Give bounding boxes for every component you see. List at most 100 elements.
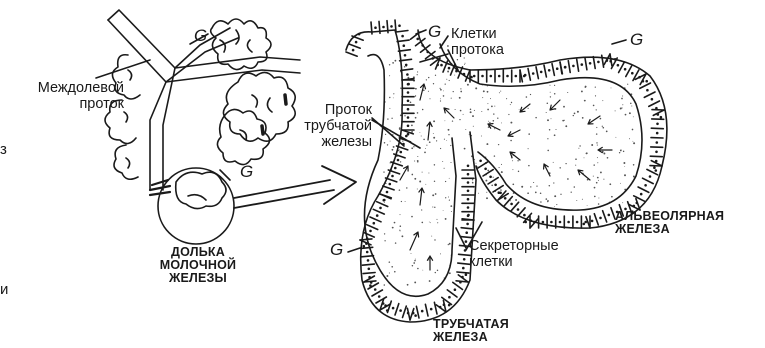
stipple-dot bbox=[434, 239, 435, 240]
cell-wall bbox=[397, 40, 409, 42]
stipple-dot bbox=[392, 149, 394, 151]
cell-nucleus bbox=[394, 167, 397, 170]
stipple-dot bbox=[415, 117, 417, 119]
stipple-dot bbox=[384, 240, 385, 241]
cell-wall bbox=[458, 67, 463, 78]
cell-nucleus bbox=[365, 242, 368, 245]
cell-nucleus bbox=[368, 268, 371, 271]
cell-nucleus bbox=[426, 51, 429, 54]
stipple-dot bbox=[555, 129, 556, 130]
stipple-dot bbox=[422, 109, 424, 111]
stipple-dot bbox=[574, 186, 576, 188]
stipple-dot bbox=[632, 141, 633, 142]
stipple-dot bbox=[429, 141, 431, 143]
cell-nucleus bbox=[461, 276, 464, 279]
flow-arrow bbox=[427, 122, 432, 140]
stipple-dot bbox=[428, 91, 429, 92]
cell-wall bbox=[372, 290, 382, 296]
cell-nucleus bbox=[467, 165, 470, 168]
cell-nucleus bbox=[448, 67, 451, 70]
cell-nucleus bbox=[572, 65, 575, 68]
cell-wall bbox=[352, 36, 363, 40]
stipple-dot bbox=[510, 122, 512, 124]
stipple-dot bbox=[554, 93, 556, 95]
cell-wall bbox=[493, 186, 503, 192]
flow-arrow bbox=[550, 100, 560, 110]
cell-wall bbox=[577, 59, 579, 71]
cell-wall bbox=[643, 178, 654, 183]
cell-wall bbox=[386, 178, 397, 182]
stipple-dot bbox=[551, 118, 552, 119]
stipple-dot bbox=[460, 110, 462, 112]
stipple-dot bbox=[444, 168, 445, 169]
stipple-dot bbox=[385, 134, 386, 135]
cell-nucleus bbox=[589, 62, 592, 65]
cell-wall bbox=[619, 62, 625, 73]
stipple-dot bbox=[414, 281, 416, 283]
stipple-dot bbox=[621, 98, 623, 100]
stipple-dot bbox=[426, 79, 427, 80]
cell-nucleus bbox=[454, 288, 457, 291]
flow-arrow bbox=[420, 84, 426, 100]
stipple-dot bbox=[417, 112, 419, 114]
stipple-dot bbox=[553, 182, 554, 183]
cell-nucleus bbox=[397, 159, 400, 162]
flow-arrow bbox=[410, 232, 419, 250]
cell-wall bbox=[651, 128, 663, 129]
cell-nucleus bbox=[463, 258, 466, 261]
stipple-dot bbox=[581, 90, 583, 92]
stipple-dot bbox=[434, 207, 435, 208]
stipple-dot bbox=[596, 109, 597, 110]
stipple-dot bbox=[528, 148, 529, 149]
cell-wall bbox=[403, 306, 407, 317]
stipple-dot bbox=[598, 198, 599, 199]
cell-nucleus bbox=[404, 54, 407, 57]
stipple-dot bbox=[429, 222, 430, 223]
cell-nucleus bbox=[467, 190, 470, 193]
stipple-dot bbox=[486, 197, 488, 199]
cell-wall bbox=[387, 21, 388, 33]
stipple-dot bbox=[440, 253, 441, 254]
flow-arrow bbox=[400, 166, 408, 180]
stipple-dot bbox=[527, 192, 529, 194]
cell-wall bbox=[362, 256, 374, 257]
stipple-dot bbox=[597, 162, 598, 163]
stipple-dot bbox=[560, 194, 561, 195]
flow-arrow bbox=[419, 188, 424, 205]
stipple-dot bbox=[582, 117, 584, 119]
cell-nucleus bbox=[655, 151, 658, 154]
cell-nucleus bbox=[597, 61, 600, 64]
flow-arrow bbox=[444, 108, 454, 118]
stipple-dot bbox=[421, 136, 422, 137]
cell-nucleus bbox=[430, 308, 433, 311]
stipple-dot bbox=[411, 125, 413, 127]
stipple-dot bbox=[419, 181, 421, 183]
stipple-dot bbox=[383, 171, 384, 172]
stipple-dot bbox=[425, 184, 426, 185]
stipple-dot bbox=[411, 174, 413, 176]
stipple-dot bbox=[550, 96, 551, 97]
cell-nucleus bbox=[484, 168, 487, 171]
stipple-dot bbox=[547, 103, 549, 105]
stipple-dot bbox=[423, 89, 425, 91]
cell-nucleus bbox=[645, 80, 648, 83]
stipple-dot bbox=[597, 145, 598, 146]
stipple-dot bbox=[393, 93, 394, 94]
stipple-dot bbox=[493, 113, 494, 114]
cell-wall bbox=[396, 31, 408, 33]
cell-nucleus bbox=[467, 206, 470, 209]
cell-nucleus bbox=[416, 38, 419, 41]
flow-arrow bbox=[598, 147, 612, 152]
cell-nucleus bbox=[374, 288, 377, 291]
stipple-dot bbox=[591, 144, 593, 146]
stipple-dot bbox=[449, 272, 451, 274]
cell-nucleus bbox=[383, 199, 386, 202]
stipple-dot bbox=[472, 115, 474, 117]
stipple-dot bbox=[425, 148, 426, 149]
stipple-dot bbox=[457, 59, 458, 60]
cell-wall bbox=[370, 217, 381, 222]
stipple-dot bbox=[620, 108, 622, 110]
stipple-dot bbox=[399, 230, 400, 231]
stipple-dot bbox=[448, 244, 449, 245]
